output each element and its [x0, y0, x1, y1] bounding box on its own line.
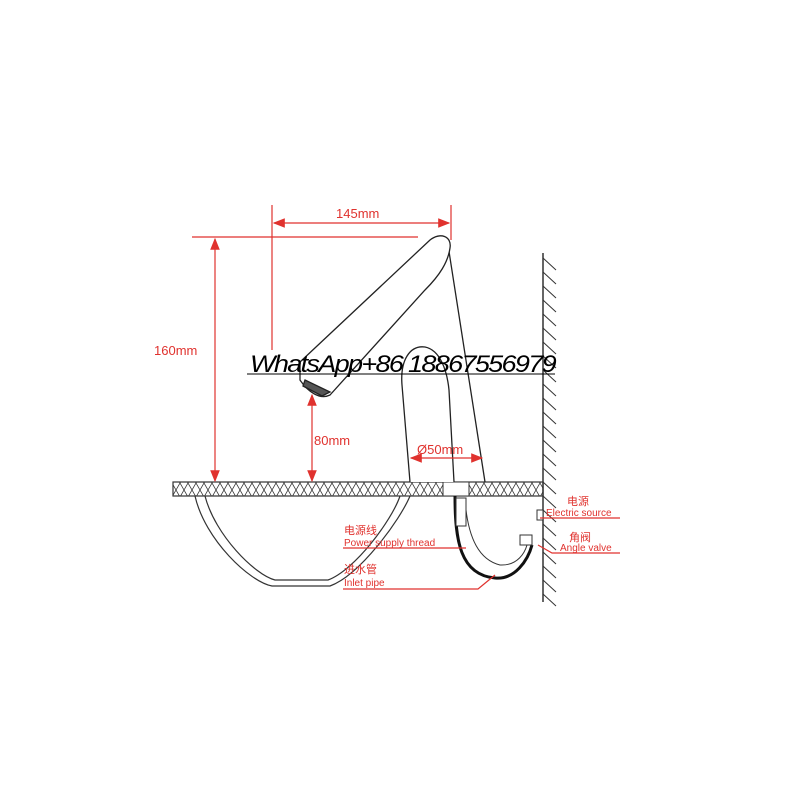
wall-hatch-line — [542, 467, 557, 481]
wall-hatch-line — [542, 509, 557, 523]
leader-inlet — [343, 574, 496, 590]
dim-50-label: Ø50mm — [417, 442, 463, 457]
wall-hatch-line — [542, 523, 557, 537]
wall-hatch-line — [542, 425, 557, 439]
electric-source-en: Electric source — [546, 508, 612, 519]
inlet-pipe — [453, 495, 544, 580]
dim-145-label: 145mm — [336, 206, 379, 221]
power-supply-en: Power supply thread — [344, 538, 435, 549]
wall-hatch-line — [542, 495, 557, 509]
angle-valve-en: Angle valve — [560, 543, 612, 554]
wall-hatch-line — [542, 439, 557, 453]
electric-source-cn: 电源 — [567, 494, 589, 508]
wall-hatch-line — [542, 271, 557, 285]
wall-hatch-line — [542, 257, 557, 271]
dim-160-label: 160mm — [154, 343, 197, 358]
wall-hatch-line — [542, 341, 557, 355]
wall-hatch-line — [542, 537, 557, 551]
mount-base — [442, 481, 470, 497]
basin — [194, 495, 411, 587]
wall-hatch-line — [542, 411, 557, 425]
wall-hatch-line — [542, 383, 557, 397]
wall-hatch-line — [542, 397, 557, 411]
wall — [542, 253, 557, 607]
wall-hatch-line — [542, 285, 557, 299]
power-supply-cn: 电源线 — [344, 523, 377, 537]
inlet-pipe-cn: 进水管 — [344, 562, 377, 576]
dim-80-label: 80mm — [314, 433, 350, 448]
wall-hatch-line — [542, 327, 557, 341]
wall-hatch-line — [542, 481, 557, 495]
wall-hatch-line — [542, 593, 557, 607]
watermark: WhatsApp+86 18867556979 — [250, 351, 556, 378]
wall-hatch-line — [542, 355, 557, 369]
countertop — [172, 481, 544, 497]
wall-hatch-line — [542, 565, 557, 579]
inlet-pipe-en: Inlet pipe — [344, 578, 385, 589]
wall-hatch-line — [542, 579, 557, 593]
angle-valve-cn: 角阀 — [569, 530, 591, 544]
wall-hatch-line — [542, 369, 557, 383]
faucet — [299, 235, 486, 483]
wall-hatch-line — [542, 551, 557, 565]
wall-hatch-line — [542, 299, 557, 313]
wall-hatch-line — [542, 453, 557, 467]
wall-hatch-line — [542, 313, 557, 327]
leader-angle — [537, 544, 620, 554]
